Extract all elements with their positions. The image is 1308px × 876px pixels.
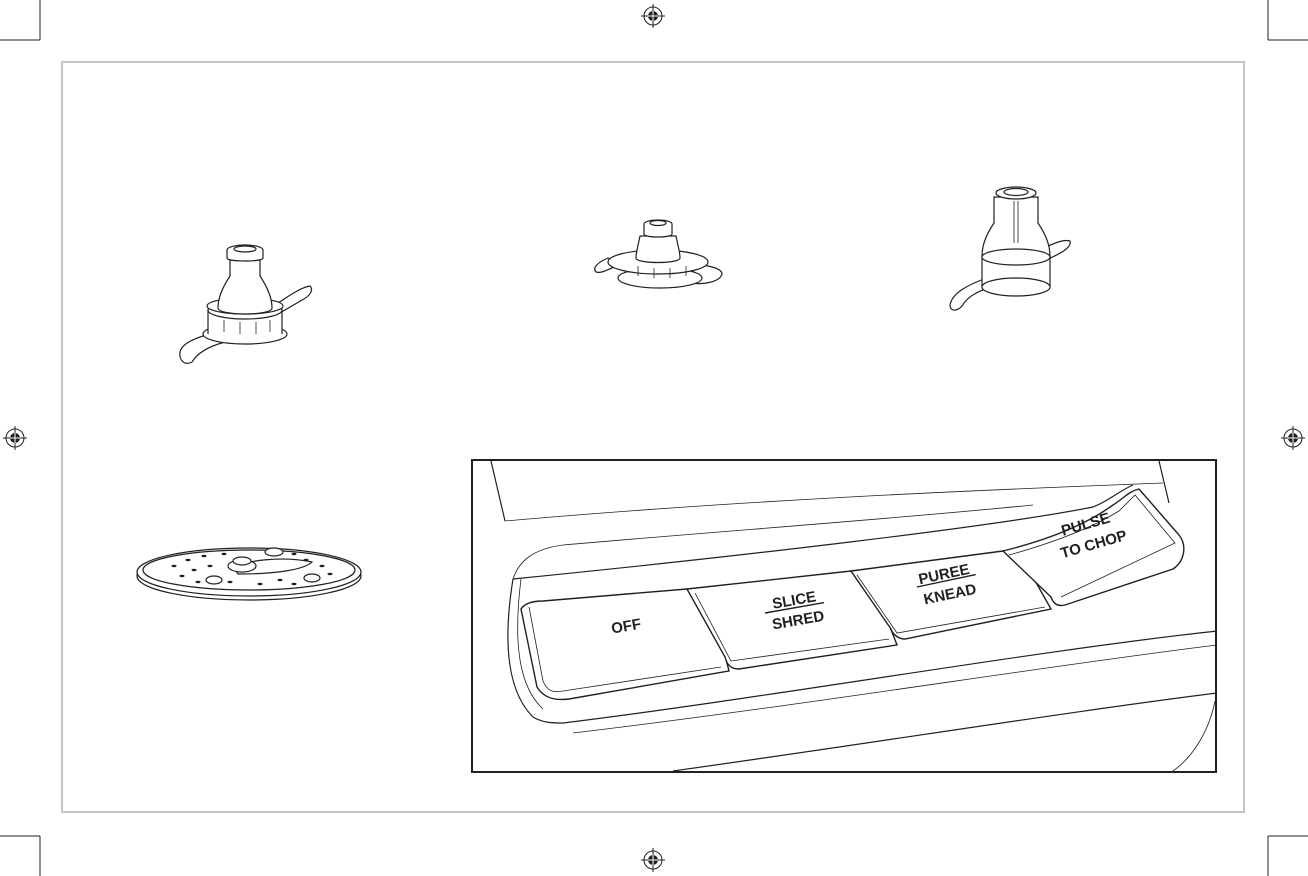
control-panel-drawing: OFF SLICE SHRED PUREE KNEAD PULSE TO CHO… (473, 461, 1215, 771)
registration-mark-top (641, 4, 665, 28)
control-panel-illustration: OFF SLICE SHRED PUREE KNEAD PULSE TO CHO… (471, 459, 1217, 773)
registration-mark-bottom (641, 848, 665, 872)
dough-blade-illustration (588, 212, 728, 296)
shredding-disc-illustration (134, 540, 364, 604)
mini-blade-illustration (942, 183, 1078, 317)
registration-mark-left (3, 426, 27, 450)
chopping-blade-illustration (170, 236, 320, 372)
registration-mark-right (1281, 426, 1305, 450)
